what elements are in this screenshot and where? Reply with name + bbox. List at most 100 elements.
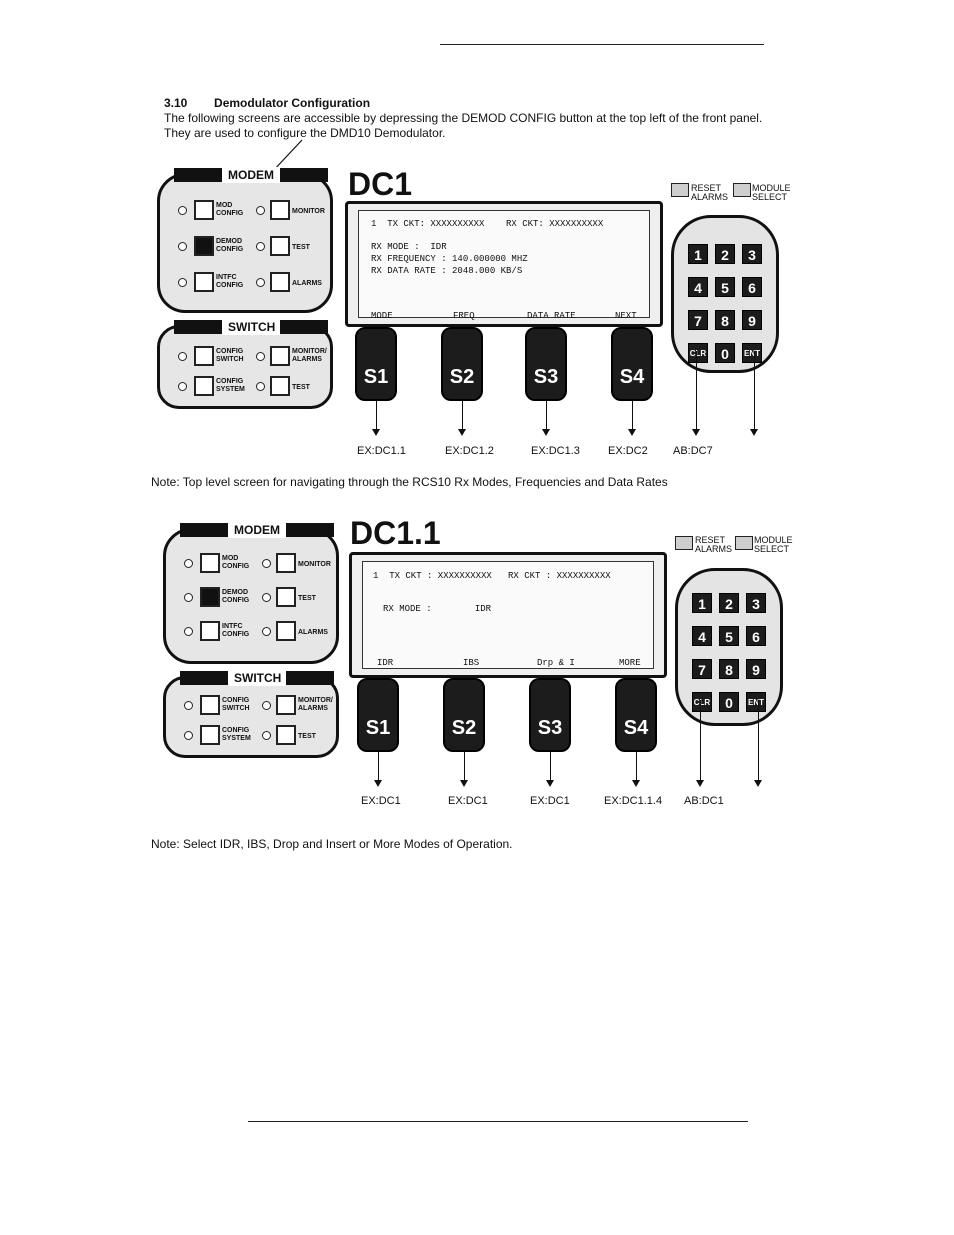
demod-config-label: DEMOD CONFIG [222,589,250,604]
arrow-head-s1 [374,780,382,787]
lcd-softkey-label-1: IDR [377,658,394,668]
keypad-key-5[interactable]: 5 [715,277,735,297]
header-rule [440,44,764,45]
softkey-s1[interactable]: S1 [357,678,399,752]
keypad-key-9[interactable]: 9 [746,659,766,679]
keypad-key-ent[interactable]: ENT [742,343,762,363]
led-alarms [262,627,271,636]
screen-title: DC1 [348,166,413,202]
config-system-button[interactable] [194,376,214,396]
keypad-key-2[interactable]: 2 [719,593,739,613]
arrow-line-s1 [376,401,377,431]
alarms-button[interactable] [270,272,290,292]
test-button[interactable] [270,236,290,256]
softkey-s3[interactable]: S3 [525,327,567,401]
reset-alarms-button[interactable] [671,183,689,197]
keypad-key-clr[interactable]: CLR [692,692,712,712]
target-s3: EX:DC1 [530,795,570,807]
monitor-button[interactable] [276,553,296,573]
config-switch-button[interactable] [200,695,220,715]
keypad-key-8[interactable]: 8 [715,310,735,330]
section-number: 3.10 [164,96,188,110]
arrow-line-s3 [550,752,551,782]
softkey-s1-label: S1 [363,366,389,388]
keypad-key-3[interactable]: 3 [746,593,766,613]
softkey-s4[interactable]: S4 [615,678,657,752]
demod-config-button[interactable] [194,236,214,256]
target-s1: EX:DC1.1 [357,445,406,457]
switch-test-button[interactable] [270,376,290,396]
lcd-line-4: RX DATA RATE : 2048.000 KB/S [371,266,523,276]
arrow-head-s2 [458,429,466,436]
keypad-key-0[interactable]: 0 [715,343,735,363]
softkey-s1[interactable]: S1 [355,327,397,401]
arrow-line-s3 [546,401,547,431]
keypad-key-2[interactable]: 2 [715,244,735,264]
mod-config-button[interactable] [194,200,214,220]
modem-panel-title: MODEM [180,522,334,538]
keypad-key-4[interactable]: 4 [692,626,712,646]
config-switch-button[interactable] [194,346,214,366]
keypad-key-6[interactable]: 6 [742,277,762,297]
keypad-key-7[interactable]: 7 [692,659,712,679]
arrow-head-clr [692,429,700,436]
mod-config-button[interactable] [200,553,220,573]
keypad-key-1[interactable]: 1 [692,593,712,613]
section-title: Demodulator Configuration [214,96,371,110]
softkey-s2[interactable]: S2 [443,678,485,752]
switch-panel: SWITCH CONFIG SWITCH MONITOR/ ALARMS CON… [157,319,333,409]
keypad-key-0[interactable]: 0 [719,692,739,712]
led-mod-config [178,206,187,215]
keypad-key-8[interactable]: 8 [719,659,739,679]
led-monitor-alarms [262,701,271,710]
note-dc1: Note: Top level screen for navigating th… [151,475,668,489]
keypad-key-clr[interactable]: CLR [688,343,708,363]
monitor-alarms-button[interactable] [270,346,290,366]
module-select-button[interactable] [733,183,751,197]
demod-config-button[interactable] [200,587,220,607]
lcd-display: 1 TX CKT: XXXXXXXXXX RX CKT: XXXXXXXXXX … [345,201,663,327]
test-label: TEST [298,595,316,602]
keypad-key-4[interactable]: 4 [688,277,708,297]
intfc-config-label: INTFC CONFIG [216,274,244,289]
led-alarms [256,278,265,287]
softkey-s4-label: S4 [619,366,645,388]
module-select-button[interactable] [735,536,753,550]
target-s3: EX:DC1.3 [531,445,580,457]
lcd-line-1: 1 TX CKT : XXXXXXXXXX RX CKT : XXXXXXXXX… [373,571,611,581]
led-monitor [262,559,271,568]
test-button[interactable] [276,587,296,607]
keypad-key-9[interactable]: 9 [742,310,762,330]
arrow-line-ent [758,700,759,782]
arrow-line-s1 [378,752,379,782]
config-system-label: CONFIG SYSTEM [222,727,251,742]
keypad-key-5[interactable]: 5 [719,626,739,646]
softkey-s2-label: S2 [451,717,477,739]
led-demod-config [178,242,187,251]
intfc-config-button[interactable] [194,272,214,292]
monitor-button[interactable] [270,200,290,220]
switch-test-label: TEST [298,733,316,740]
monitor-alarms-button[interactable] [276,695,296,715]
reset-alarms-button[interactable] [675,536,693,550]
keypad-key-1[interactable]: 1 [688,244,708,264]
led-monitor [256,206,265,215]
keypad-key-6[interactable]: 6 [746,626,766,646]
keypad-key-7[interactable]: 7 [688,310,708,330]
target-s1: EX:DC1 [361,795,401,807]
switch-test-button[interactable] [276,725,296,745]
config-system-button[interactable] [200,725,220,745]
intfc-config-button[interactable] [200,621,220,641]
alarms-button[interactable] [276,621,296,641]
softkey-s3[interactable]: S3 [529,678,571,752]
keypad-key-3[interactable]: 3 [742,244,762,264]
softkey-s4[interactable]: S4 [611,327,653,401]
arrow-head-ent [750,429,758,436]
target-clr: AB:DC1 [684,795,724,807]
keypad-key-ent[interactable]: ENT [746,692,766,712]
mod-config-label: MOD CONFIG [216,202,244,217]
softkey-s2[interactable]: S2 [441,327,483,401]
test-label: TEST [292,244,310,251]
reset-alarms-label: RESET ALARMS [695,535,733,554]
lcd-line-2: RX MODE : IDR [383,604,492,614]
